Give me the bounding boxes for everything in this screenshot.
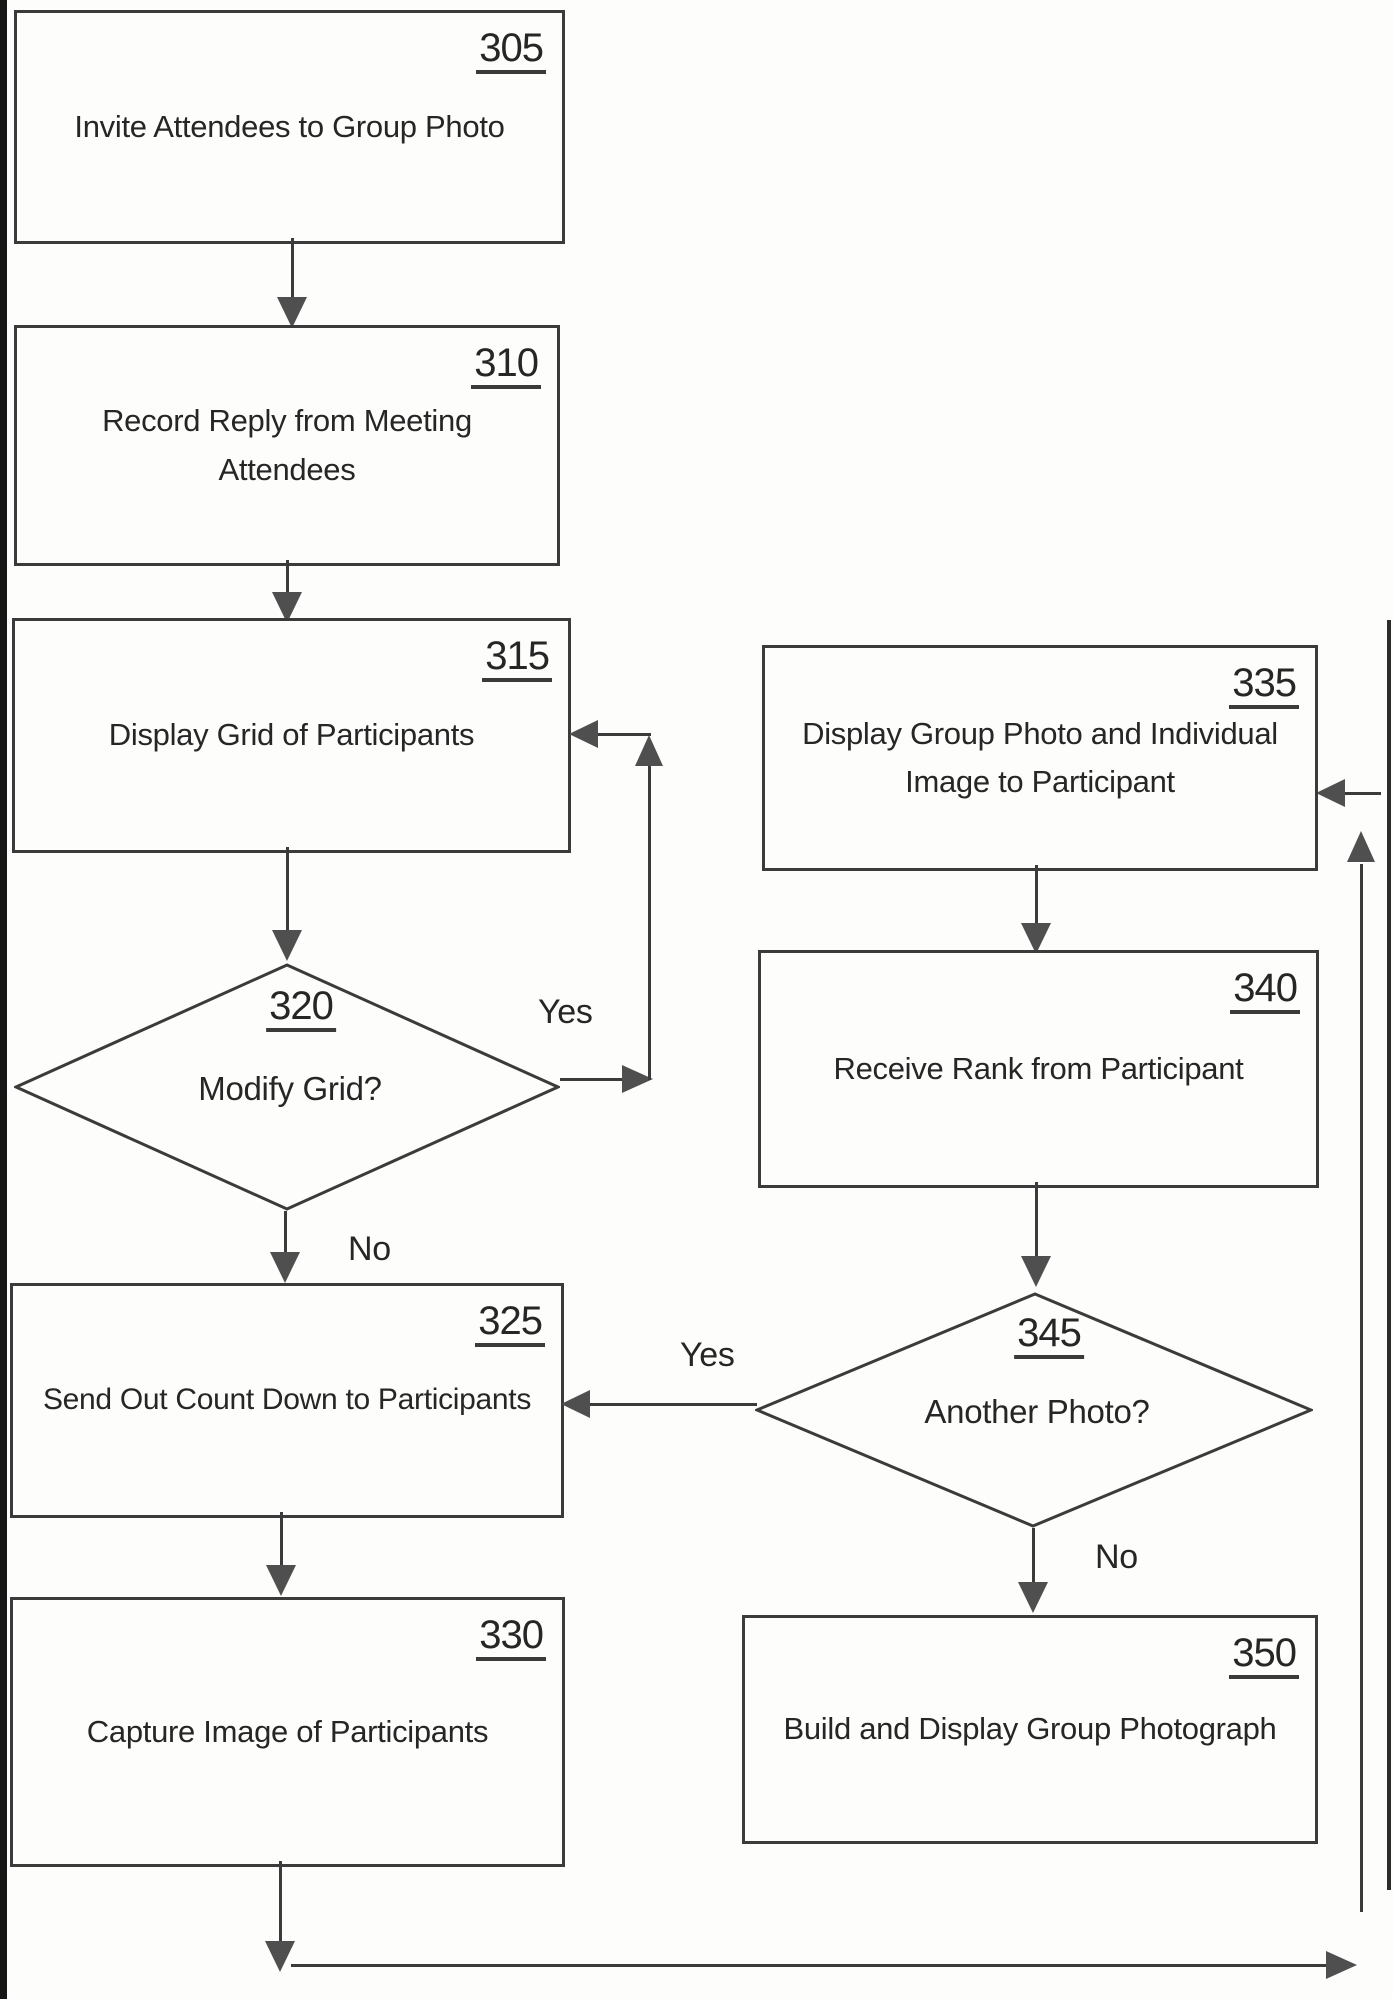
flow-box-335: 335 Display Group Photo and Individual I… <box>762 645 1318 871</box>
edge-320-yes-arrowhead-up <box>635 735 663 766</box>
edge-335-340-line <box>1035 865 1038 925</box>
edge-345-yes-arrowhead <box>561 1390 590 1418</box>
edge-315-320-line <box>286 847 289 932</box>
edge-345-350-line <box>1032 1528 1035 1584</box>
flow-box-305-text: Invite Attendees to Group Photo <box>74 108 505 144</box>
flow-box-315-text: Display Grid of Participants <box>108 717 475 753</box>
ref-num-305: 305 <box>476 27 546 74</box>
edge-feedback-arrowhead-right <box>1326 1951 1357 1979</box>
flow-box-305: 305 Invite Attendees to Group Photo <box>14 10 565 244</box>
edge-320-yes-arrowhead-right <box>622 1065 653 1093</box>
edge-325-330-line <box>280 1512 283 1567</box>
edge-label-no-345: No <box>1095 1538 1138 1576</box>
edge-feedback-line-right <box>1360 864 1363 1912</box>
ref-num-340: 340 <box>1230 967 1300 1014</box>
flow-box-310-text: Record Reply from Meeting Attendees <box>102 403 472 487</box>
edge-315-320-arrowhead <box>272 930 302 961</box>
edge-feedback-arrowhead-left <box>1316 779 1345 807</box>
edge-340-345-line <box>1035 1182 1038 1258</box>
flow-box-325: 325 Send Out Count Down to Participants <box>10 1283 564 1518</box>
flow-box-315: 315 Display Grid of Participants <box>12 618 571 853</box>
edge-345-yes-line <box>590 1403 757 1406</box>
edge-310-315-arrowhead <box>272 592 302 623</box>
edge-320-325-line <box>284 1211 287 1255</box>
scan-edge-artifact-left <box>0 0 7 1999</box>
ref-num-350: 350 <box>1229 1632 1299 1679</box>
flow-decision-345-text: Another Photo? <box>924 1393 1150 1430</box>
flow-box-350: 350 Build and Display Group Photograph <box>742 1615 1318 1844</box>
edge-345-350-arrowhead <box>1018 1582 1048 1613</box>
flow-box-340-text: Receive Rank from Participant <box>833 1050 1244 1086</box>
flow-box-335-text: Display Group Photo and Individual Image… <box>802 715 1278 799</box>
edge-305-310-line <box>291 238 294 300</box>
edge-label-no-320: No <box>348 1230 391 1268</box>
flow-decision-320-text: Modify Grid? <box>198 1070 382 1107</box>
edge-325-330-arrowhead <box>266 1565 296 1596</box>
edge-320-yes-line-v <box>648 766 651 1080</box>
ref-num-345: 345 <box>1014 1312 1084 1359</box>
edge-label-yes-320: Yes <box>538 993 593 1031</box>
edge-330-feedback-stem <box>279 1861 282 1944</box>
edge-label-yes-345: Yes <box>680 1336 735 1374</box>
edge-310-315-line <box>286 560 289 594</box>
flow-box-330: 330 Capture Image of Participants <box>10 1597 565 1867</box>
flow-decision-345-shape <box>755 1292 1313 1528</box>
flow-box-325-text: Send Out Count Down to Participants <box>42 1383 532 1417</box>
edge-320-325-arrowhead <box>270 1252 300 1283</box>
flow-box-310: 310 Record Reply from Meeting Attendees <box>14 325 560 566</box>
edge-320-yes-arrowhead-left <box>569 720 598 748</box>
edge-340-345-arrowhead <box>1021 1256 1051 1287</box>
edge-feedback-line-bottom <box>291 1964 1326 1967</box>
edge-feedback-line-top <box>1343 792 1381 795</box>
edge-feedback-arrowhead-up <box>1347 831 1375 862</box>
ref-num-325: 325 <box>475 1300 545 1347</box>
edge-335-340-arrowhead <box>1021 923 1051 954</box>
ref-num-310: 310 <box>471 342 541 389</box>
ref-num-330: 330 <box>476 1614 546 1661</box>
edge-330-feedback-arrowhead-down <box>265 1941 295 1972</box>
ref-num-335: 335 <box>1229 662 1299 709</box>
ref-num-320: 320 <box>266 985 336 1032</box>
edge-305-310-arrowhead <box>277 297 307 328</box>
flow-decision-320-shape <box>14 963 560 1211</box>
flow-box-350-text: Build and Display Group Photograph <box>783 1711 1277 1747</box>
edge-320-yes-line-h2 <box>598 733 651 736</box>
flow-box-330-text: Capture Image of Participants <box>86 1713 489 1749</box>
ref-num-315: 315 <box>482 635 552 682</box>
flow-box-340: 340 Receive Rank from Participant <box>758 950 1319 1188</box>
edge-320-yes-line-h1 <box>560 1078 624 1081</box>
scan-edge-artifact-right <box>1387 620 1391 1890</box>
